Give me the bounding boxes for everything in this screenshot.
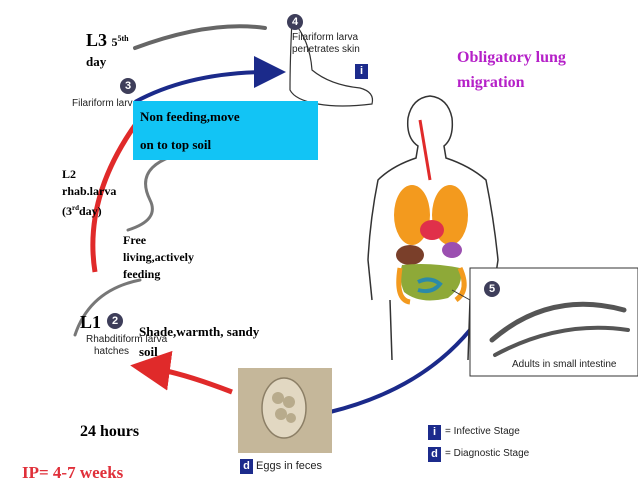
intestines xyxy=(400,264,462,301)
heart xyxy=(420,220,444,240)
small-intestine-coils xyxy=(417,277,443,294)
rhabditiform-larva-l2 xyxy=(126,148,202,232)
l2-line2: rhab.larva xyxy=(62,184,117,198)
rhabditiform-larva-l1 xyxy=(73,278,142,337)
adult-worm-1 xyxy=(489,301,627,343)
time-label: 24 hours xyxy=(80,423,140,440)
legend-infective-label: = Infective Stage xyxy=(445,426,520,437)
inset-pointer xyxy=(451,289,471,301)
human-body-outline xyxy=(367,95,499,361)
stage-3-caption: Filariform larv xyxy=(72,98,133,109)
stage-5-caption: Adults in small intestine xyxy=(512,359,617,370)
l3-fifth: 55th xyxy=(111,34,129,49)
adult-worm-2 xyxy=(493,325,630,357)
callout-box: Non feeding,move on to top soil xyxy=(133,101,318,160)
free-line2: living,actively xyxy=(123,250,194,264)
egg xyxy=(261,377,307,439)
infective-stage-icon: i xyxy=(355,64,368,79)
free-line3: feeding xyxy=(123,267,161,281)
conditions-label: Shade,warmth, sandy soil xyxy=(139,322,259,362)
l3-label: L3 55th xyxy=(86,30,129,51)
stage-4-caption-line1: Filariform larva xyxy=(292,32,359,43)
callout-line2: on to top soil xyxy=(140,137,212,152)
conditions-line1: Shade,warmth, sandy xyxy=(139,324,260,339)
migration-line2: migration xyxy=(457,74,525,91)
red-arc-bottom xyxy=(130,350,233,395)
conditions-line2: soil xyxy=(139,344,158,359)
l2-line3: (3rdday) xyxy=(62,200,116,220)
stage-5-badge: 5 xyxy=(484,281,500,297)
stage-3-badge: 3 xyxy=(120,78,136,94)
l2-line1: L2 xyxy=(62,167,77,181)
foot-drawing xyxy=(289,18,374,107)
ip-label: IP= 4-7 weeks xyxy=(22,463,124,482)
stage-4-caption-line2: penetrates skin xyxy=(292,44,360,55)
stage-2-badge: 2 xyxy=(107,313,123,329)
stomach xyxy=(442,242,462,258)
stage-4-badge: 4 xyxy=(287,14,303,30)
migration-line1: Obligatory lung xyxy=(457,49,566,66)
diagnostic-stage-icon: d xyxy=(240,459,253,474)
stage-4-caption: Filariform larva penetrates skin xyxy=(292,32,360,56)
callout-line1: Non feeding,move xyxy=(140,109,240,124)
l1-label: L1 xyxy=(80,312,102,332)
legend-infective-icon: i xyxy=(428,425,441,440)
blue-arc-top xyxy=(134,56,286,104)
l2-line3-post: day) xyxy=(79,204,102,218)
legend-diagnostic-label: = Diagnostic Stage xyxy=(445,448,530,459)
stage-2-caption-line1: Rhabditiform larva xyxy=(86,334,168,345)
l3-day: day xyxy=(86,54,107,69)
migration-label: Obligatory lung migration xyxy=(457,45,566,95)
blue-arc-bottom xyxy=(329,328,472,414)
colon xyxy=(396,266,467,305)
l3-sup: 5th xyxy=(117,34,129,43)
l2-label: L2 rhab.larva (3rdday) xyxy=(62,166,116,220)
l2-line3-sup: rd xyxy=(72,204,79,212)
l3-text: L3 xyxy=(86,30,108,50)
stage-2-caption-line2: hatches xyxy=(94,346,130,357)
l2-line3-pre: (3 xyxy=(62,204,72,218)
eggs-caption: Eggs in feces xyxy=(256,460,323,472)
free-living-label: Free living,actively feeding xyxy=(123,232,194,283)
filariform-larva-top xyxy=(133,24,267,50)
free-line1: Free xyxy=(123,233,147,247)
stage-2-caption: Rhabditiform larva hatches xyxy=(86,334,167,358)
legend-diagnostic-icon: d xyxy=(428,447,441,462)
liver xyxy=(396,245,424,265)
trachea xyxy=(418,119,432,181)
l3-fifth-num: 5 xyxy=(111,35,118,49)
